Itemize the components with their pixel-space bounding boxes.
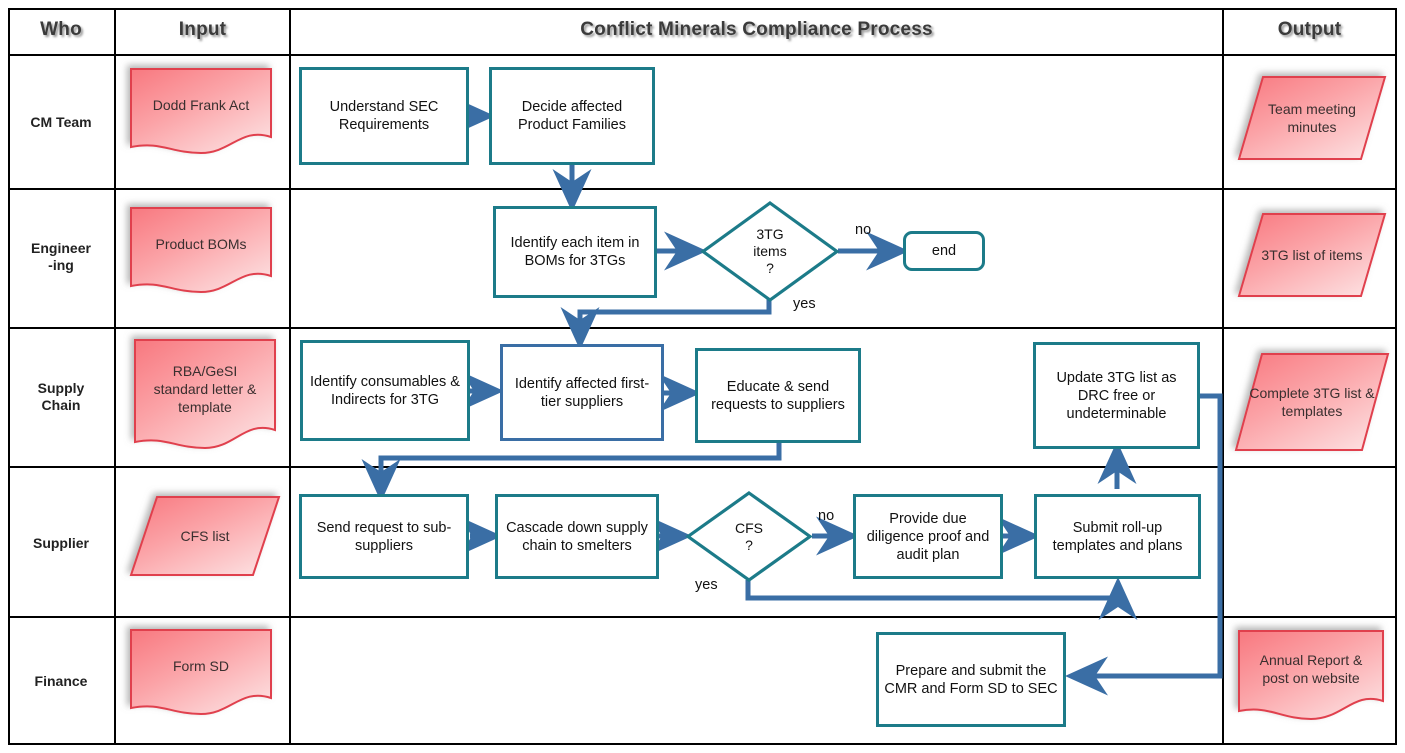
decision-line3: ?: [766, 260, 774, 276]
grid-hline-lane2: [8, 327, 1397, 329]
input-label: CFS list: [180, 528, 230, 544]
lane-label-supply-chain: Supply Chain: [8, 380, 114, 414]
output-label: 3TG list of items: [1261, 247, 1363, 263]
grid-vline-input: [289, 8, 291, 745]
process-box-identify-first-tier[interactable]: Identify affected first-tier suppliers: [500, 344, 664, 441]
grid-hline-header: [8, 54, 1397, 56]
lane-label-cm-team: CM Team: [8, 114, 114, 131]
process-box-educate-send[interactable]: Educate & send requests to suppliers: [695, 348, 861, 443]
decision-line1: CFS: [735, 519, 763, 536]
header-title: Conflict Minerals Compliance Process: [580, 19, 933, 40]
grid-vline-who: [114, 8, 116, 745]
process-box-end[interactable]: end: [903, 231, 985, 271]
process-box-identify-consumables[interactable]: Identify consumables & Indirects for 3TG: [300, 340, 470, 441]
output-shape-team-meeting-minutes: Team meeting minutes: [1237, 75, 1387, 161]
input-label: Dodd Frank Act: [152, 97, 250, 113]
conn-3tg-yes-to-first-tier: [560, 296, 772, 351]
grid-vline-left: [8, 8, 10, 745]
grid-hline-top: [8, 8, 1397, 10]
process-box-send-request-sub[interactable]: Send request to sub-suppliers: [299, 494, 469, 579]
process-box-decide-families[interactable]: Decide affected Product Families: [489, 67, 655, 165]
output-shape-annual-report: Annual Report & post on website: [1237, 629, 1385, 723]
process-box-prepare-cmr[interactable]: Prepare and submit the CMR and Form SD t…: [876, 632, 1066, 727]
input-shape-dodd-frank-act: Dodd Frank Act: [129, 67, 273, 157]
process-box-understand-sec[interactable]: Understand SEC Requirements: [299, 67, 469, 165]
lane-label-line1: CM Team: [30, 114, 92, 130]
header-who: Who: [40, 19, 82, 40]
process-box-update-3tg[interactable]: Update 3TG list as DRC free or undetermi…: [1033, 342, 1200, 449]
process-box-identify-bom[interactable]: Identify each item in BOMs for 3TGs: [493, 206, 657, 298]
input-shape-cfs-list: CFS list: [129, 495, 281, 577]
output-label: Complete 3TG list & templates: [1249, 385, 1375, 419]
edge-label-cfs-no: no: [818, 508, 835, 524]
lane-label-line1: Supplier: [32, 535, 89, 551]
process-box-cascade-down[interactable]: Cascade down supply chain to smelters: [495, 494, 659, 579]
edge-label-3tg-no: no: [855, 222, 872, 238]
lane-label-line1: Engineer: [31, 240, 91, 256]
conn-educate-to-sendrequest: [361, 442, 782, 503]
grid-hline-bottom: [8, 743, 1397, 745]
edge-label-cfs-yes: yes: [695, 577, 718, 593]
lane-label-supplier: Supplier: [8, 535, 114, 552]
output-shape-complete-3tg-list: Complete 3TG list & templates: [1234, 352, 1390, 452]
lane-label-line1: Supply: [37, 380, 85, 396]
decision-line1: 3TG: [756, 226, 784, 242]
header-input: Input: [178, 19, 227, 40]
input-shape-product-boms: Product BOMs: [129, 206, 273, 296]
input-shape-rba-gesi-template: RBA/GeSI standard letter & template: [133, 338, 277, 454]
decision-line2: ?: [745, 536, 753, 553]
decision-line2: items: [753, 243, 787, 259]
output-label: Team meeting minutes: [1268, 101, 1356, 135]
header-output: Output: [1277, 19, 1342, 40]
grid-hline-lane4: [8, 616, 1397, 618]
lane-label-finance: Finance: [8, 673, 114, 690]
output-label: Annual Report & post on website: [1259, 652, 1363, 686]
process-box-submit-rollup[interactable]: Submit roll-up templates and plans: [1034, 494, 1201, 579]
grid-vline-right: [1395, 8, 1397, 745]
grid-hline-lane3: [8, 466, 1397, 468]
lane-label-line2: Chain: [41, 397, 81, 413]
input-label: Product BOMs: [155, 236, 247, 252]
input-shape-form-sd: Form SD: [129, 628, 273, 718]
input-label: Form SD: [173, 658, 229, 674]
lane-label-line1: Finance: [34, 673, 88, 689]
decision-3tg-items[interactable]: 3TG items ?: [700, 200, 840, 303]
lane-label-engineering: Engineer -ing: [8, 240, 114, 274]
decision-cfs[interactable]: CFS ?: [685, 490, 813, 583]
lane-label-line2: -ing: [48, 257, 74, 273]
process-box-provide-due-diligence[interactable]: Provide due diligence proof and audit pl…: [853, 494, 1003, 579]
edge-label-3tg-yes: yes: [793, 296, 816, 312]
grid-hline-lane1: [8, 188, 1397, 190]
grid-vline-output: [1222, 8, 1224, 745]
input-label: RBA/GeSI standard letter & template: [153, 363, 257, 415]
output-shape-3tg-list-of-items: 3TG list of items: [1237, 212, 1387, 298]
